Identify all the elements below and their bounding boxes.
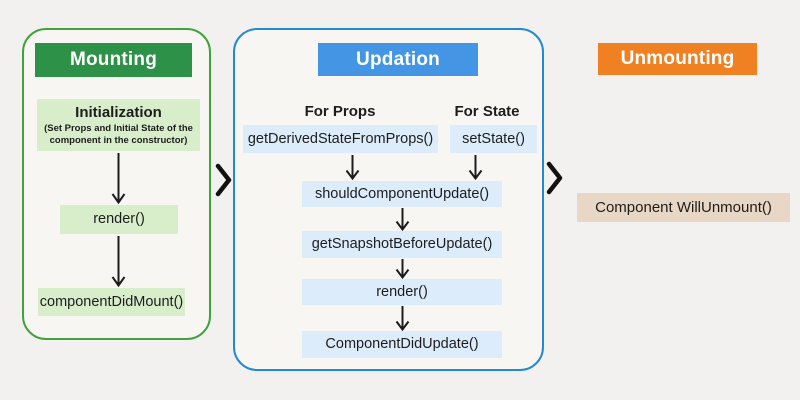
- arrow-down-icon: [111, 236, 126, 287]
- mounting-render-label: render(): [93, 211, 145, 228]
- updation-render-node: render(): [302, 279, 502, 305]
- component-did-update-label: ComponentDidUpdate(): [325, 336, 479, 353]
- initialization-node: Initialization (Set Props and Initial St…: [37, 99, 200, 151]
- component-did-mount-node: componentDidMount(): [38, 288, 185, 316]
- mounting-title: Mounting: [69, 49, 158, 70]
- updation-render-label: render(): [376, 283, 428, 300]
- chevron-right-icon: [215, 163, 233, 197]
- should-component-update-node: shouldComponentUpdate(): [302, 181, 502, 207]
- updation-header: Updation: [318, 43, 478, 76]
- unmounting-header: Unmounting: [598, 43, 757, 75]
- arrow-down-icon: [395, 208, 410, 231]
- arrow-down-icon: [111, 153, 126, 204]
- initialization-subtitle-line2: component in the constructor): [49, 134, 188, 146]
- get-derived-state-from-props-node: getDerivedStateFromProps(): [243, 125, 438, 153]
- should-component-update-label: shouldComponentUpdate(): [314, 185, 490, 202]
- arrow-down-icon: [395, 259, 410, 279]
- arrow-down-icon: [345, 155, 360, 180]
- initialization-subtitle-line1: (Set Props and Initial State of the: [44, 122, 193, 134]
- for-props-label: For Props: [304, 103, 376, 120]
- component-did-update-node: ComponentDidUpdate(): [302, 331, 502, 358]
- get-snapshot-before-update-node: getSnapshotBeforeUpdate(): [302, 231, 502, 258]
- arrow-down-icon: [395, 306, 410, 331]
- set-state-label: setState(): [462, 130, 525, 147]
- mounting-header: Mounting: [35, 43, 192, 77]
- chevron-right-icon: [546, 161, 564, 195]
- arrow-down-icon: [468, 155, 483, 180]
- get-snapshot-before-update-label: getSnapshotBeforeUpdate(): [311, 236, 493, 253]
- unmounting-title: Unmounting: [620, 48, 735, 69]
- component-will-unmount-label: Component WillUnmount(): [595, 198, 772, 216]
- component-will-unmount-node: Component WillUnmount(): [577, 193, 790, 222]
- for-state-label: For State: [454, 103, 520, 120]
- get-derived-state-from-props-label: getDerivedStateFromProps(): [247, 130, 434, 147]
- set-state-node: setState(): [450, 125, 537, 153]
- mounting-render-node: render(): [60, 205, 178, 234]
- initialization-title: Initialization: [75, 103, 162, 121]
- updation-title: Updation: [356, 48, 440, 70]
- component-did-mount-label: componentDidMount(): [39, 293, 184, 310]
